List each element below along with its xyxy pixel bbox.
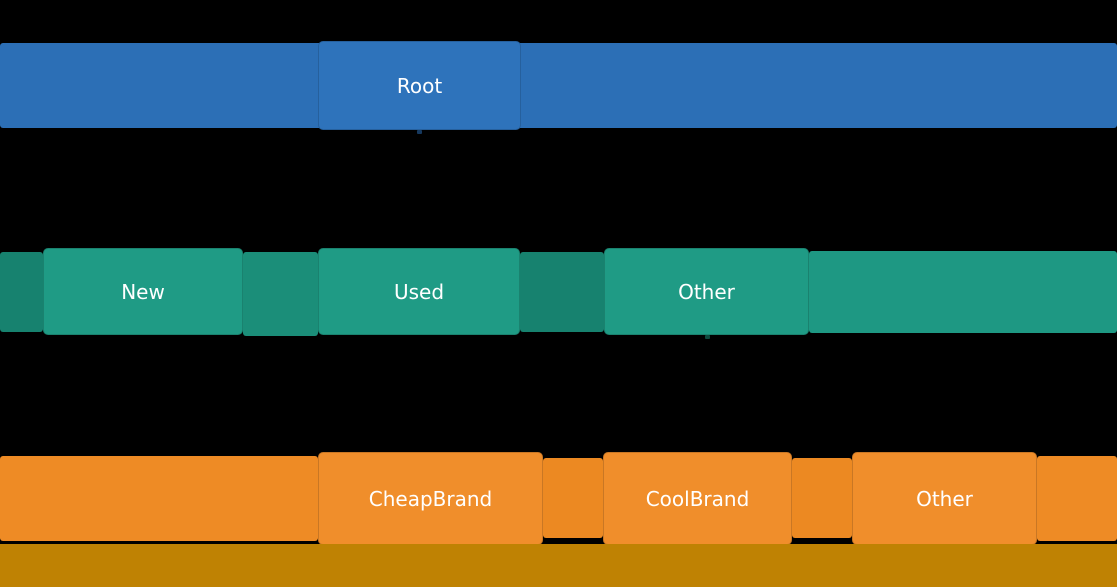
level1-band[interactable] <box>0 43 1117 128</box>
new-label: New <box>121 279 165 304</box>
level2-segment-gap-1[interactable] <box>243 252 318 336</box>
coolbrand-label: CoolBrand <box>645 486 750 511</box>
other-condition-label: Other <box>678 279 735 304</box>
level2-segment-gap-2[interactable] <box>520 252 604 332</box>
level3-segment-left[interactable] <box>0 456 318 541</box>
cheapbrand-label: CheapBrand <box>368 486 493 511</box>
tile-coolbrand[interactable]: CoolBrand <box>603 452 792 545</box>
baseline-strip[interactable] <box>0 544 1117 587</box>
level3-segment-right-edge[interactable] <box>1037 456 1117 541</box>
tile-other-condition[interactable]: Other <box>604 248 809 335</box>
other-brand-label: Other <box>916 486 973 511</box>
root-label: Root <box>396 73 443 98</box>
tile-other-brand[interactable]: Other <box>852 452 1037 545</box>
level2-segment-left-edge[interactable] <box>0 252 43 332</box>
level3-segment-gap-2[interactable] <box>792 458 852 538</box>
tile-cheapbrand[interactable]: CheapBrand <box>318 452 543 545</box>
other-connector-notch <box>705 335 710 339</box>
tile-used[interactable]: Used <box>318 248 520 335</box>
tile-root[interactable]: Root <box>318 41 521 130</box>
level3-segment-gap-1[interactable] <box>543 458 603 538</box>
level2-segment-right-band[interactable] <box>809 251 1117 333</box>
tile-new[interactable]: New <box>43 248 243 335</box>
used-label: Used <box>393 279 445 304</box>
root-connector-notch <box>417 130 422 134</box>
